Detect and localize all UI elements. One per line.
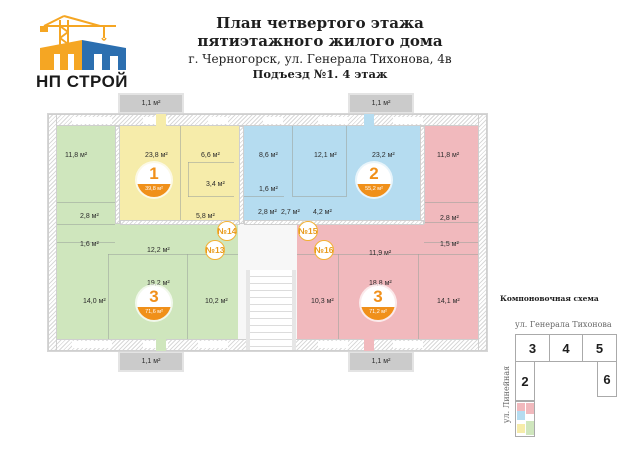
apartment-number-15[interactable]: №15	[298, 221, 318, 241]
room-area: 11,8 м²	[437, 152, 460, 159]
room-area: 23,8 м²	[145, 152, 168, 159]
balcony-top-left: 1,1 м²	[118, 93, 184, 114]
balcony-bottom-right: 1,1 м²	[348, 351, 414, 372]
staircase	[246, 270, 296, 350]
balcony-door-pink	[364, 339, 374, 351]
scheme-block-5: 5	[582, 334, 617, 362]
apartment-number-13[interactable]: №13	[205, 240, 225, 260]
room-area: 1,5 м²	[440, 241, 459, 248]
apartment-13-badge[interactable]: 3 71,6 м²	[137, 286, 171, 320]
title-line-1: План четвертого этажа	[216, 14, 424, 32]
window	[208, 117, 228, 124]
window	[318, 341, 348, 348]
room-area: 2,8 м²	[440, 215, 459, 222]
window	[143, 117, 168, 124]
scheme-title: Компоновочная схема	[500, 294, 599, 303]
street-left-label: ул. Линейная	[502, 365, 512, 424]
scheme-block-1-highlighted	[515, 401, 535, 437]
apartment-15[interactable]	[244, 126, 420, 224]
rooms-count: 3	[149, 287, 159, 306]
balcony-door-green	[156, 339, 166, 351]
scheme-block-6: 6	[597, 361, 617, 397]
window	[393, 117, 423, 124]
plan-header: План четвертого этажа пятиэтажного жилог…	[170, 14, 470, 82]
room-area: 11,8 м²	[65, 152, 88, 159]
scheme-block-2: 2	[515, 361, 535, 401]
apartment-number-16[interactable]: №16	[314, 240, 334, 260]
window	[263, 117, 283, 124]
room-area: 2,8 м²	[258, 209, 277, 216]
room-area: 14,0 м²	[83, 298, 106, 305]
room-area: 6,6 м²	[201, 152, 220, 159]
balcony-top-right: 1,1 м²	[348, 93, 414, 114]
room-area: 3,4 м²	[206, 181, 225, 188]
room-area: 12,1 м²	[314, 152, 337, 159]
room-area: 2,7 м²	[281, 209, 300, 216]
room-area: 1,6 м²	[259, 186, 278, 193]
window	[143, 341, 168, 348]
room-area: 14,1 м²	[437, 298, 460, 305]
total-area: 55,2 м²	[357, 184, 391, 197]
room-area: 19,2 м²	[147, 280, 170, 287]
room-area: 18,8 м²	[369, 280, 392, 287]
company-name: НП СТРОЙ	[36, 72, 129, 91]
apartment-14-badge[interactable]: 1 39,8 м²	[137, 163, 171, 197]
room-area: 10,2 м²	[205, 298, 228, 305]
rooms-count: 1	[149, 164, 159, 183]
room-area: 4,2 м²	[313, 209, 332, 216]
window	[393, 341, 423, 348]
balcony-door-blue	[364, 114, 374, 126]
rooms-count: 2	[369, 164, 379, 183]
window	[198, 341, 228, 348]
balcony-bottom-left: 1,1 м²	[118, 351, 184, 372]
title-line-2: пятиэтажного жилого дома	[197, 32, 443, 50]
total-area: 71,2 м²	[361, 307, 395, 320]
total-area: 39,8 м²	[137, 184, 171, 197]
room-area: 1,6 м²	[80, 241, 99, 248]
window	[318, 117, 348, 124]
window	[72, 117, 112, 124]
street-top-label: ул. Генерала Тихонова	[515, 320, 612, 329]
apartment-number-14[interactable]: №14	[217, 221, 237, 241]
room-area: 2,8 м²	[80, 213, 99, 220]
crane-building-icon	[40, 15, 126, 70]
scheme-block-4: 4	[549, 334, 583, 362]
entrance-floor: Подъезд №1. 4 этаж	[252, 67, 388, 81]
room-area: 5,8 м²	[196, 213, 215, 220]
room-area: 11,9 м²	[369, 250, 392, 257]
address: г. Черногорск, ул. Генерала Тихонова, 4в	[188, 52, 452, 66]
room-area: 12,2 м²	[147, 247, 170, 254]
rooms-count: 3	[373, 287, 383, 306]
balcony-door-yellow	[156, 114, 166, 126]
scheme-block-3: 3	[515, 334, 550, 362]
wall-right	[478, 114, 487, 351]
apartment-16-badge[interactable]: 3 71,2 м²	[361, 286, 395, 320]
apartment-15-badge[interactable]: 2 55,2 м²	[357, 163, 391, 197]
total-area: 71,6 м²	[137, 307, 171, 320]
floor-plan	[47, 113, 488, 352]
company-logo: НП СТРОЙ	[30, 12, 130, 92]
room-area: 8,6 м²	[259, 152, 278, 159]
window	[72, 341, 112, 348]
room-area: 10,3 м²	[311, 298, 334, 305]
wall-left	[48, 114, 57, 351]
room-area: 23,2 м²	[372, 152, 395, 159]
